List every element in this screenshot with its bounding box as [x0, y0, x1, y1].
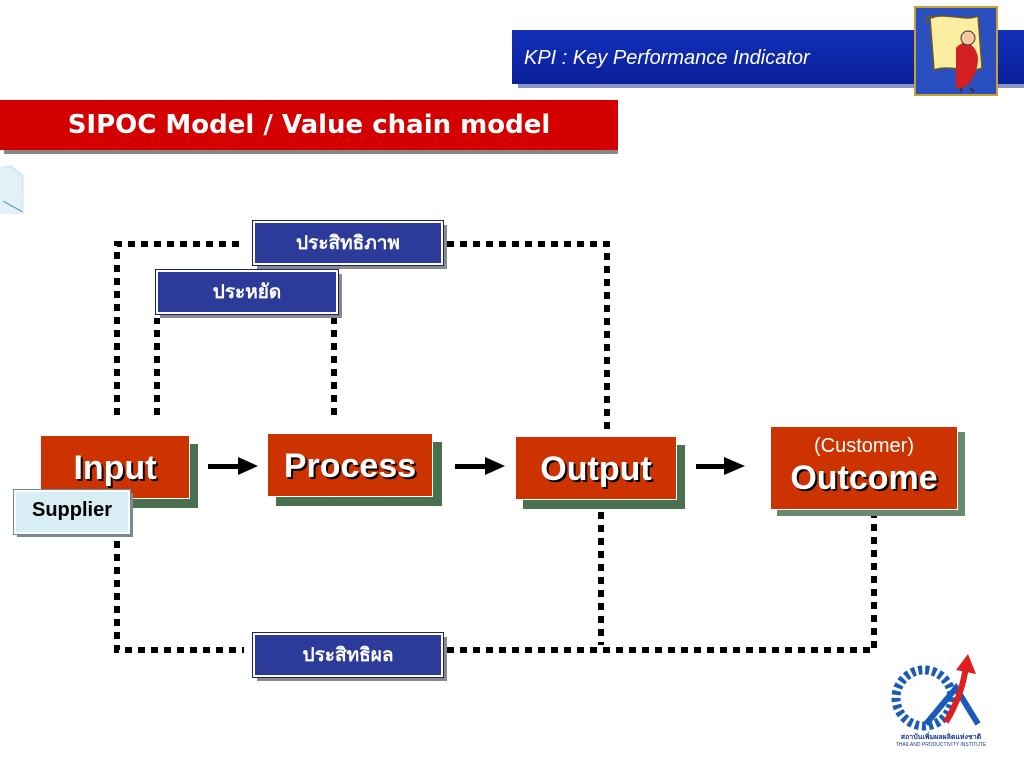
scroll-clipart-icon: [914, 6, 998, 96]
customer-label: (Customer): [813, 435, 914, 457]
arrow-process-output: [455, 457, 505, 475]
effectiveness-right-line: [447, 515, 877, 653]
input-label: Input: [73, 449, 157, 487]
efficiency-loop-line-right: [447, 241, 610, 430]
header-banner-shadow: [518, 84, 1024, 88]
outcome-box: (Customer) Outcome: [770, 426, 958, 510]
supplier-label: Supplier: [13, 489, 131, 535]
economy-label: ประหยัด: [155, 269, 339, 315]
logo-name-th: สถาบันเพิ่มผลผลิตแห่งชาติ: [900, 733, 982, 741]
arrow-input-process: [208, 457, 258, 475]
slide-title: SIPOC Model / Value chain model: [67, 110, 551, 140]
outcome-label: Outcome: [790, 459, 938, 497]
logo-name-en: THAILAND PRODUCTIVITY INSTITUTE: [895, 742, 987, 748]
output-box: Output: [515, 436, 677, 500]
efficiency-label: ประสิทธิภาพ: [252, 220, 444, 266]
process-box: Process: [267, 433, 433, 497]
effectiveness-label: ประสิทธิผล: [252, 632, 444, 678]
output-label: Output: [540, 450, 652, 488]
banner-title: KPI : Key Performance Indicator: [524, 47, 810, 69]
notebook-pen-illustration: [0, 165, 24, 214]
input-box: Input: [40, 435, 190, 499]
tpi-logo-icon: [891, 654, 981, 731]
title-bar-shadow: [4, 150, 618, 154]
arrow-output-outcome: [696, 457, 745, 475]
efficiency-loop-line: [114, 241, 244, 415]
effectiveness-left-line: [114, 528, 244, 653]
process-label: Process: [283, 447, 417, 485]
title-bar: [0, 100, 618, 150]
tpi-logo: สถาบันเพิ่มผลผลิตแห่งชาติ THAILAND PRODU…: [886, 652, 996, 752]
